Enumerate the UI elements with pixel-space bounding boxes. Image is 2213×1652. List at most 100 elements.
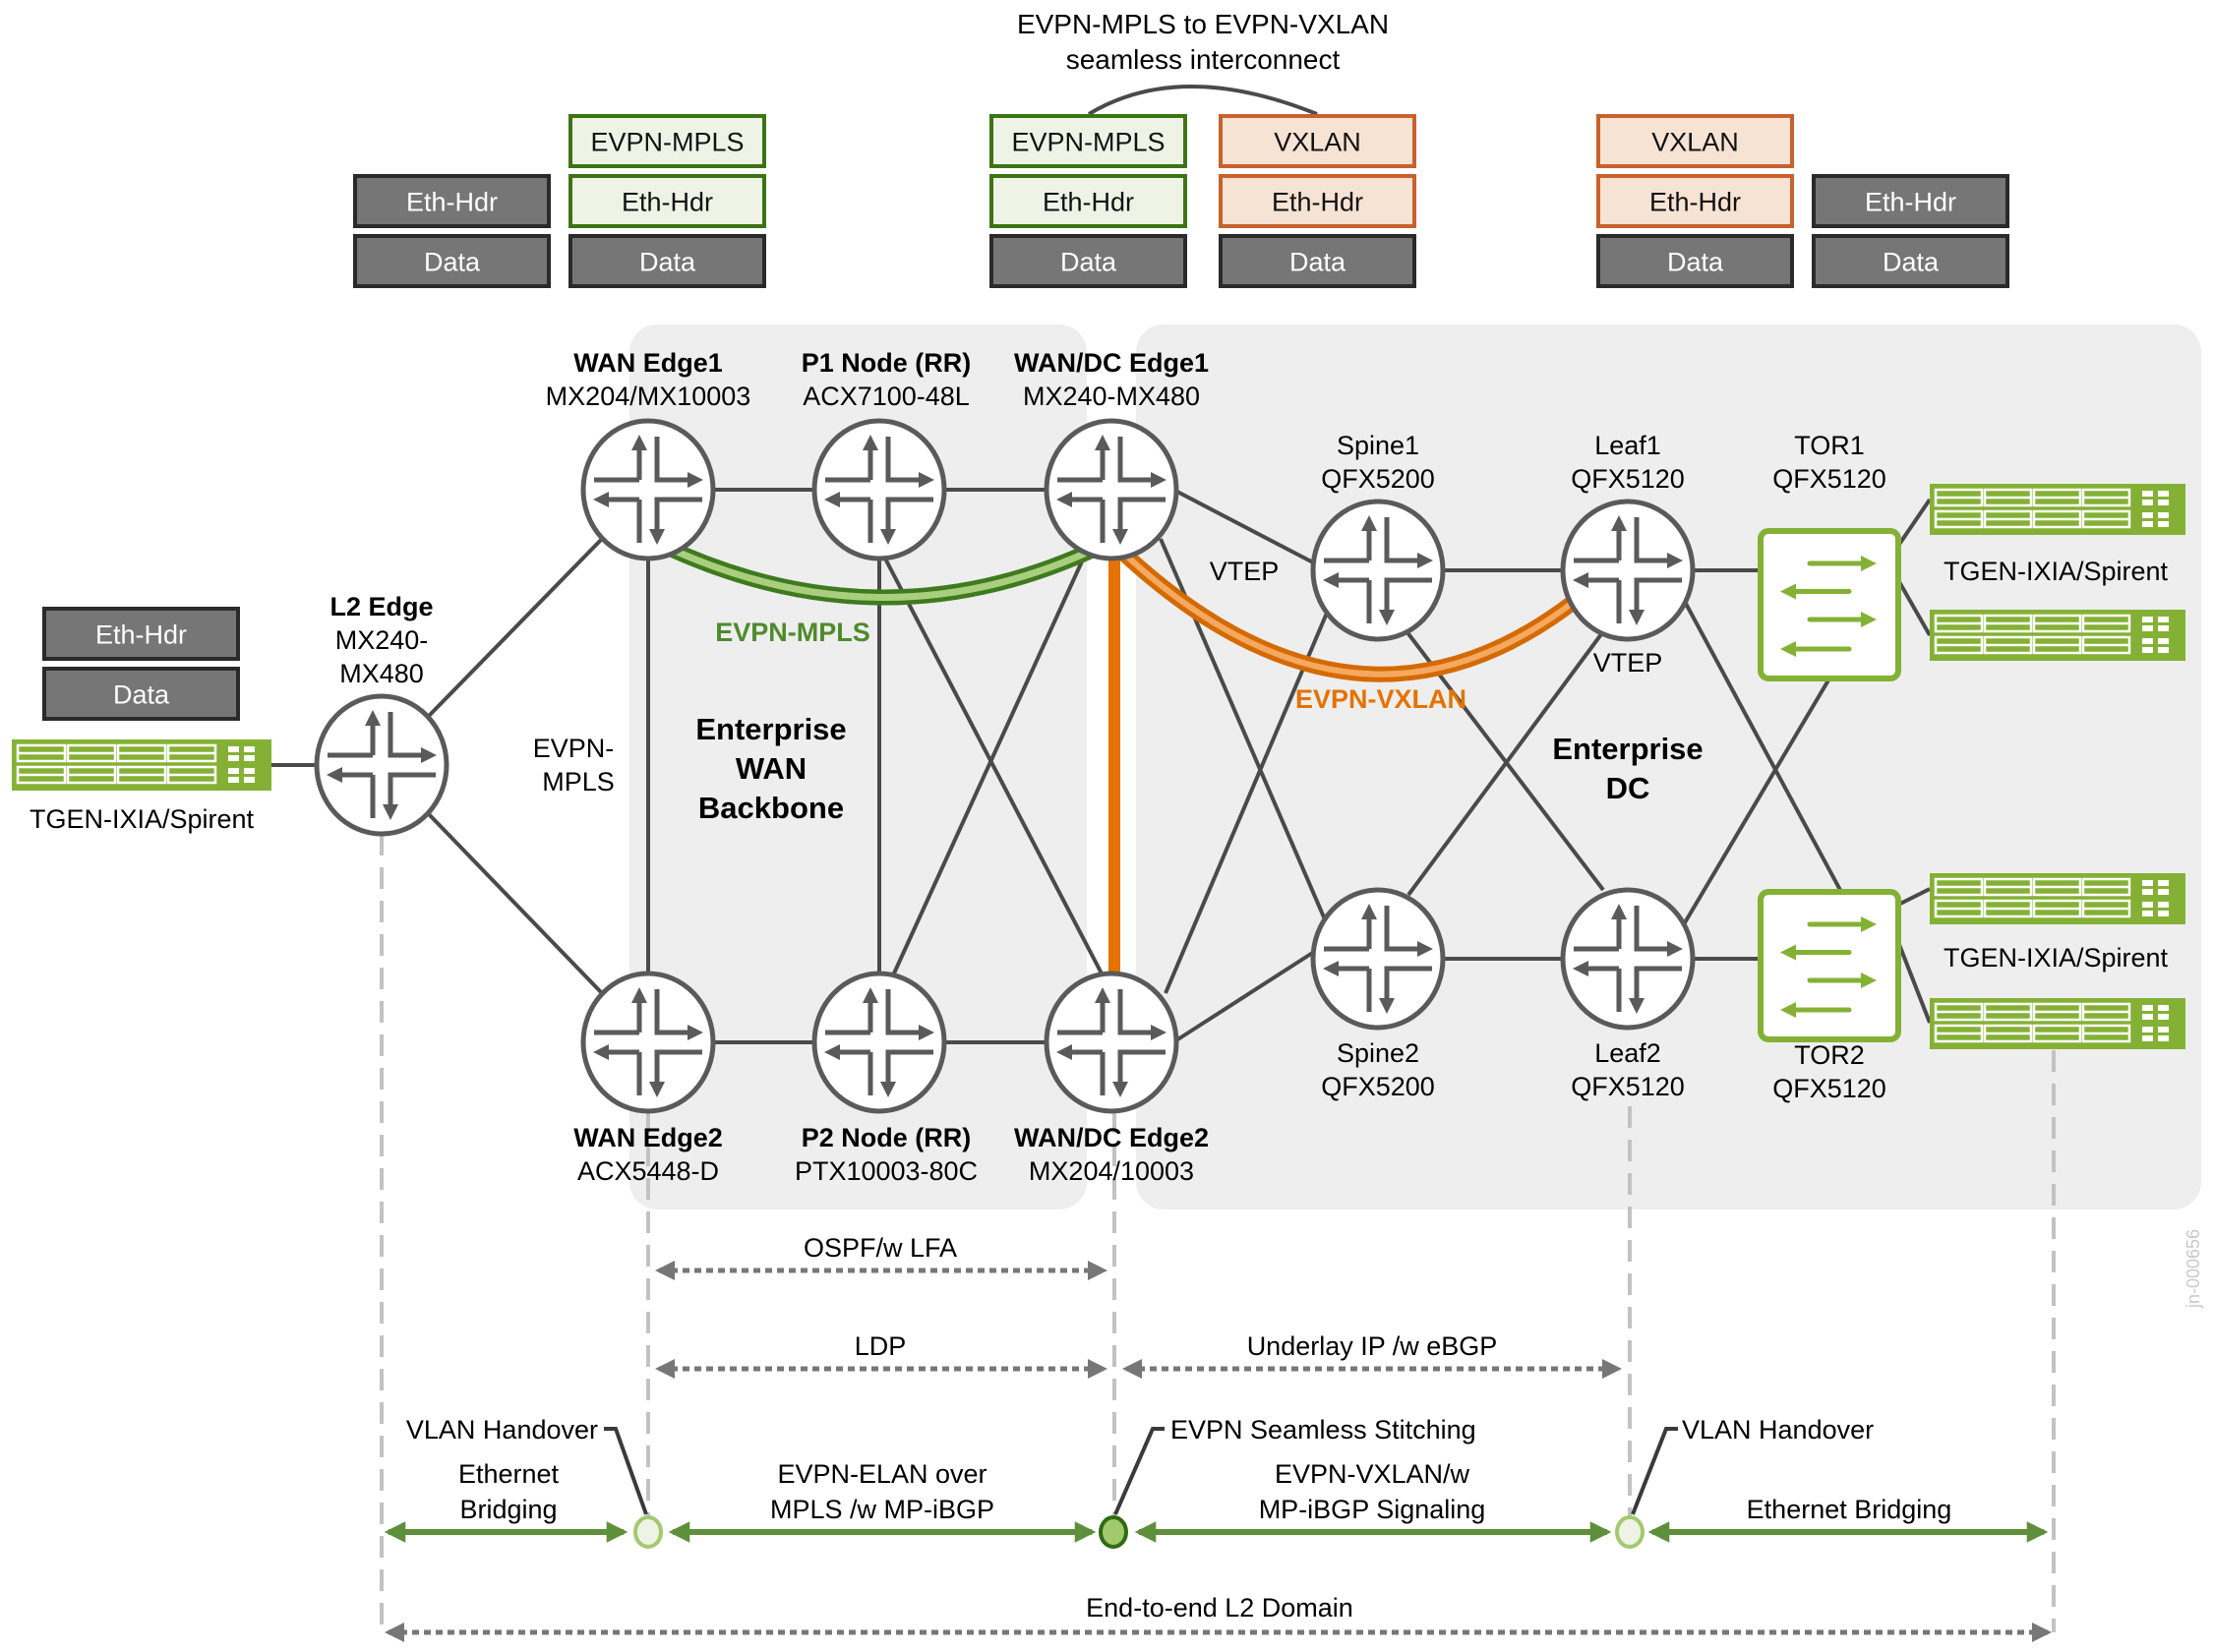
packet-layer-eth-hdr <box>1596 174 1794 228</box>
router-wan-dc-edge1[interactable] <box>1044 418 1179 561</box>
packet-layer-data <box>568 234 766 288</box>
router-p1[interactable] <box>811 418 947 561</box>
router-icon <box>1572 903 1684 1015</box>
spine1-model: QFX5200 <box>1321 464 1435 494</box>
router-icon <box>823 434 935 546</box>
vlan-handover-left-label: VLAN Handover <box>406 1415 598 1445</box>
router-icon <box>326 709 438 821</box>
tgen-right-top-1 <box>1930 484 2185 535</box>
spine2-name: Spine2 <box>1337 1038 1419 1068</box>
underlay-label: Underlay IP /w eBGP <box>1247 1331 1498 1361</box>
p2-model: PTX10003-80C <box>795 1156 978 1186</box>
network-link <box>1682 599 1843 893</box>
evpn-mpls-side-label-1: EVPN- <box>533 734 615 763</box>
wan-region-label-1: Enterprise <box>695 712 846 746</box>
title-line1: EVPN-MPLS to EVPN-VXLAN <box>1017 9 1389 39</box>
packet-layer-label: Eth-Hdr <box>1272 188 1363 217</box>
switch-tor2[interactable] <box>1758 889 1901 1042</box>
router-wan-dc-edge2[interactable] <box>1044 971 1179 1114</box>
router-leaf2[interactable] <box>1560 887 1696 1031</box>
evpn-elan-label-1: EVPN-ELAN over <box>777 1459 987 1489</box>
wan-region-label-2: WAN <box>736 751 807 786</box>
wan-dc-edge1-model: MX240-MX480 <box>1023 382 1200 411</box>
network-link <box>1896 498 1932 548</box>
ldp-label: LDP <box>855 1331 907 1361</box>
network-link <box>891 550 1089 976</box>
wan-edge1-name: WAN Edge1 <box>573 348 723 378</box>
router-wan-edge1[interactable] <box>580 418 716 561</box>
packet-layer-eth-hdr <box>1812 174 2009 228</box>
evpn-vxlan-tunnel-label: EVPN-VXLAN <box>1295 684 1466 714</box>
network-link <box>1897 887 1931 907</box>
callout-line-vlan-right <box>1631 1427 1678 1515</box>
network-link <box>1406 632 1603 897</box>
l2-edge-model-1: MX240- <box>335 625 429 655</box>
evpn-vxlan-span-label-1: EVPN-VXLAN/w <box>1275 1459 1470 1489</box>
packet-layer-label: Eth-Hdr <box>622 188 713 217</box>
interconnect-arc <box>1087 85 1318 116</box>
packet-layer-vxlan <box>1219 114 1416 168</box>
protocol-spans <box>384 1261 2052 1642</box>
network-link <box>427 812 604 995</box>
packet-layer-label: EVPN-MPLS <box>590 128 744 157</box>
eth-bridging-right-label: Ethernet Bridging <box>1747 1495 1952 1524</box>
packet-layer-label: VXLAN <box>1651 128 1739 157</box>
switch-arrows-icon <box>1779 915 1878 1019</box>
watermark: jn-000656 <box>2183 1229 2203 1309</box>
packet-layer-data <box>353 234 551 288</box>
packet-layer-eth-hdr <box>1219 174 1416 228</box>
packet-layer-data <box>989 234 1187 288</box>
packet-layer-label: Eth-Hdr <box>1043 188 1134 217</box>
wan-edge1-model: MX204/MX10003 <box>546 382 751 411</box>
dc-region-label-1: Enterprise <box>1552 732 1703 766</box>
evpn-stitching-node <box>1099 1515 1128 1549</box>
l2-edge-model-2: MX480 <box>339 659 424 688</box>
router-l2-edge[interactable] <box>314 693 449 837</box>
title-line2: seamless interconnect <box>1066 44 1341 75</box>
packet-layer-label: Eth-Hdr <box>1649 188 1741 217</box>
tor1-name: TOR1 <box>1794 431 1865 460</box>
router-icon <box>1055 434 1167 546</box>
l2-edge-name: L2 Edge <box>329 592 433 621</box>
eth-bridging-left-label-2: Bridging <box>459 1495 557 1524</box>
packet-layer-eth-hdr <box>568 174 766 228</box>
packet-layer-eth-hdr <box>353 174 551 228</box>
packet-layer-label: Eth-Hdr <box>95 620 187 650</box>
packet-layer-data <box>1596 234 1794 288</box>
router-icon <box>592 434 704 546</box>
evpn-vxlan-tunnel-highlight <box>1123 553 1577 678</box>
router-icon <box>1572 514 1684 626</box>
switch-tor1[interactable] <box>1758 528 1901 681</box>
callout-line-vlan-left <box>604 1427 648 1515</box>
packet-layer-label: Eth-Hdr <box>1865 188 1956 217</box>
router-spine1[interactable] <box>1310 499 1446 642</box>
tgen-right-top-label: TGEN-IXIA/Spirent <box>1944 557 2169 586</box>
router-p2[interactable] <box>811 971 947 1114</box>
network-link <box>1174 950 1316 1042</box>
network-link <box>1896 579 1932 636</box>
vertical-guides <box>380 834 2056 1632</box>
packet-layer-evpn-mpls <box>568 114 766 168</box>
network-link <box>883 558 1104 974</box>
leaf1-model: QFX5120 <box>1571 464 1685 494</box>
wan-edge2-name: WAN Edge2 <box>573 1123 723 1152</box>
tgen-right-top-2 <box>1930 610 2185 661</box>
packet-layer-evpn-mpls <box>989 114 1187 168</box>
router-leaf1[interactable] <box>1560 499 1696 642</box>
routers <box>314 418 1696 1114</box>
router-spine2[interactable] <box>1310 887 1446 1031</box>
wan-dc-edge2-name: WAN/DC Edge2 <box>1014 1123 1209 1152</box>
packet-layer-label: Data <box>1289 248 1346 277</box>
packet-layer-label: Data <box>639 248 696 277</box>
tgen-left-label: TGEN-IXIA/Spirent <box>30 804 255 834</box>
tor2-name: TOR2 <box>1794 1040 1865 1070</box>
tgen-left-chassis <box>12 739 271 791</box>
router-wan-edge2[interactable] <box>580 971 716 1114</box>
router-icon <box>1322 514 1434 626</box>
vlan-handover-right-label: VLAN Handover <box>1682 1415 1874 1445</box>
